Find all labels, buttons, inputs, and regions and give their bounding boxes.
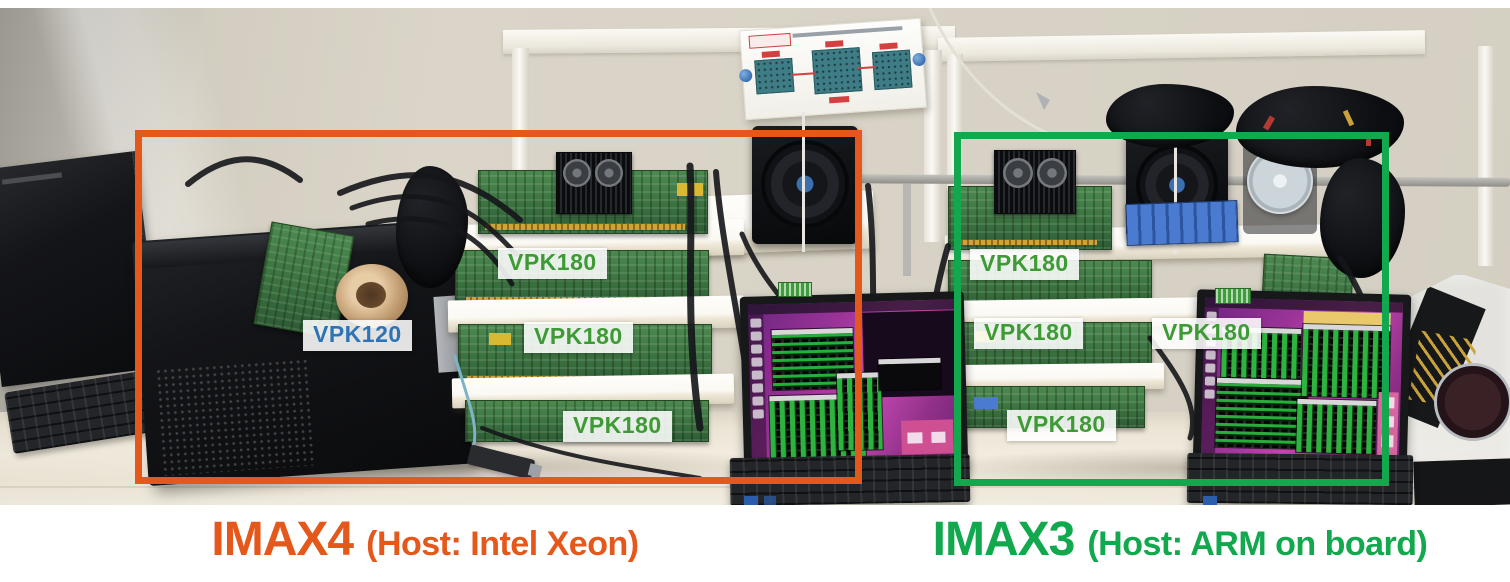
board-label-vpk180: VPK180	[970, 249, 1079, 280]
green-sticker	[1215, 288, 1251, 304]
intel-sticker	[744, 496, 758, 505]
cpu-heatsink	[994, 150, 1076, 214]
lab-photo: VPK180 VPK120 VPK180 VPK180 VPK180 VPK18…	[0, 8, 1510, 505]
shelf-rack-post	[924, 50, 942, 242]
acrylic-case	[1398, 273, 1510, 489]
diagram-title-line	[792, 26, 903, 38]
diagram-board-thumb	[811, 47, 863, 95]
red-wire-speck	[1366, 134, 1371, 146]
white-wire	[802, 112, 805, 252]
diagram-board-thumb	[754, 57, 795, 95]
dialog-window	[900, 419, 954, 455]
heatsink-fan-icon	[563, 159, 591, 187]
case-fan-hole	[1434, 363, 1510, 441]
rail-stand	[903, 184, 911, 276]
white-wire	[1174, 114, 1177, 254]
board-connector	[489, 333, 511, 345]
board-label-vpk180: VPK180	[524, 322, 633, 353]
board-gold-edge	[957, 240, 1097, 245]
caption-imax3-system: IMAX3	[932, 513, 1076, 566]
imax4-annotation-box	[135, 130, 862, 484]
magnet-pin	[738, 68, 753, 83]
laptop-right	[1185, 286, 1414, 505]
wiring-diagram-paper	[738, 17, 927, 121]
psu-fan-icon	[761, 140, 849, 228]
os-sticker	[764, 496, 776, 505]
diagram-red-tag	[761, 50, 781, 58]
caption-imax4-system: IMAX4	[211, 513, 354, 566]
board-gold-edge	[485, 224, 685, 230]
caption-imax3-host: (Host: ARM on board)	[1087, 525, 1428, 563]
board-label-vpk180: VPK180	[563, 411, 672, 442]
board-label-vpk180: VPK180	[1152, 318, 1261, 349]
caption-imax4: IMAX4 (Host: Intel Xeon)	[140, 512, 710, 567]
power-supply-fan	[752, 112, 858, 252]
yellow-wire-speck	[1342, 109, 1355, 127]
diagram-note-box	[748, 32, 792, 49]
red-wire-speck	[1262, 115, 1276, 131]
cable-bundle	[1236, 86, 1404, 168]
dark-base-unit	[1413, 458, 1510, 505]
dialog-button	[931, 431, 947, 444]
shelf-rack-top-beam	[937, 30, 1426, 62]
caption-imax4-host: (Host: Intel Xeon)	[366, 525, 639, 563]
heatsink-fan-icon	[1003, 158, 1033, 188]
heatsink-fan-icon	[1037, 158, 1067, 188]
terminal-window	[878, 358, 942, 391]
diagram-red-tag	[825, 40, 844, 48]
cpu-heatsink	[556, 152, 632, 214]
board-label-vpk180: VPK180	[498, 248, 607, 279]
board-label-vpk180: VPK180	[974, 318, 1083, 349]
caption-imax3: IMAX3 (Host: ARM on board)	[870, 512, 1490, 567]
magnet-pin	[912, 52, 926, 67]
diagram-red-tag	[828, 95, 850, 104]
diagram-board-thumb	[871, 49, 913, 91]
board-connector	[974, 397, 998, 409]
board-label-vpk120: VPK120	[303, 320, 412, 351]
shelf-rack-post	[1478, 46, 1494, 266]
board-label-vpk180: VPK180	[1007, 410, 1116, 441]
diagram-red-tag	[879, 42, 898, 50]
intel-sticker	[1203, 496, 1217, 505]
dialog-button	[907, 432, 923, 444]
diagram-red-line	[791, 72, 816, 76]
heatsink-fan-icon	[595, 159, 623, 187]
